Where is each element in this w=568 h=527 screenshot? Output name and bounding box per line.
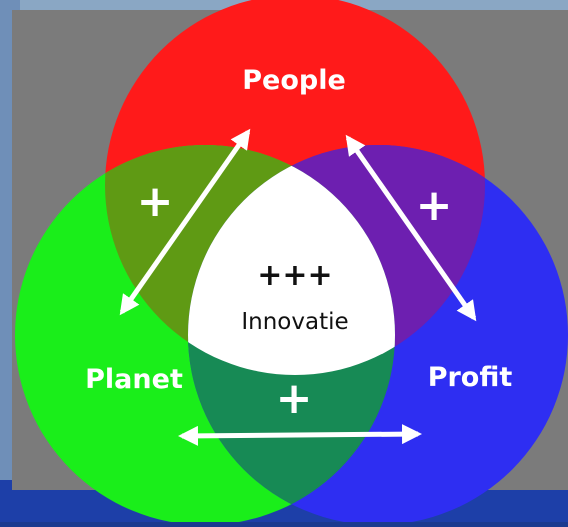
center-label: Innovatie (241, 309, 348, 335)
plus-people-profit: + (416, 180, 453, 231)
center-overlap (188, 145, 395, 375)
center-symbol: +++ (257, 258, 332, 293)
arrow-planet-profit (178, 424, 422, 446)
arrow-people-planet (119, 128, 251, 316)
label-profit: Profit (428, 362, 513, 393)
plus-planet-profit: + (276, 373, 313, 424)
label-planet: Planet (85, 364, 183, 395)
arrow-people-profit (345, 134, 477, 322)
label-people: People (242, 65, 346, 96)
plus-people-planet: + (137, 176, 174, 227)
